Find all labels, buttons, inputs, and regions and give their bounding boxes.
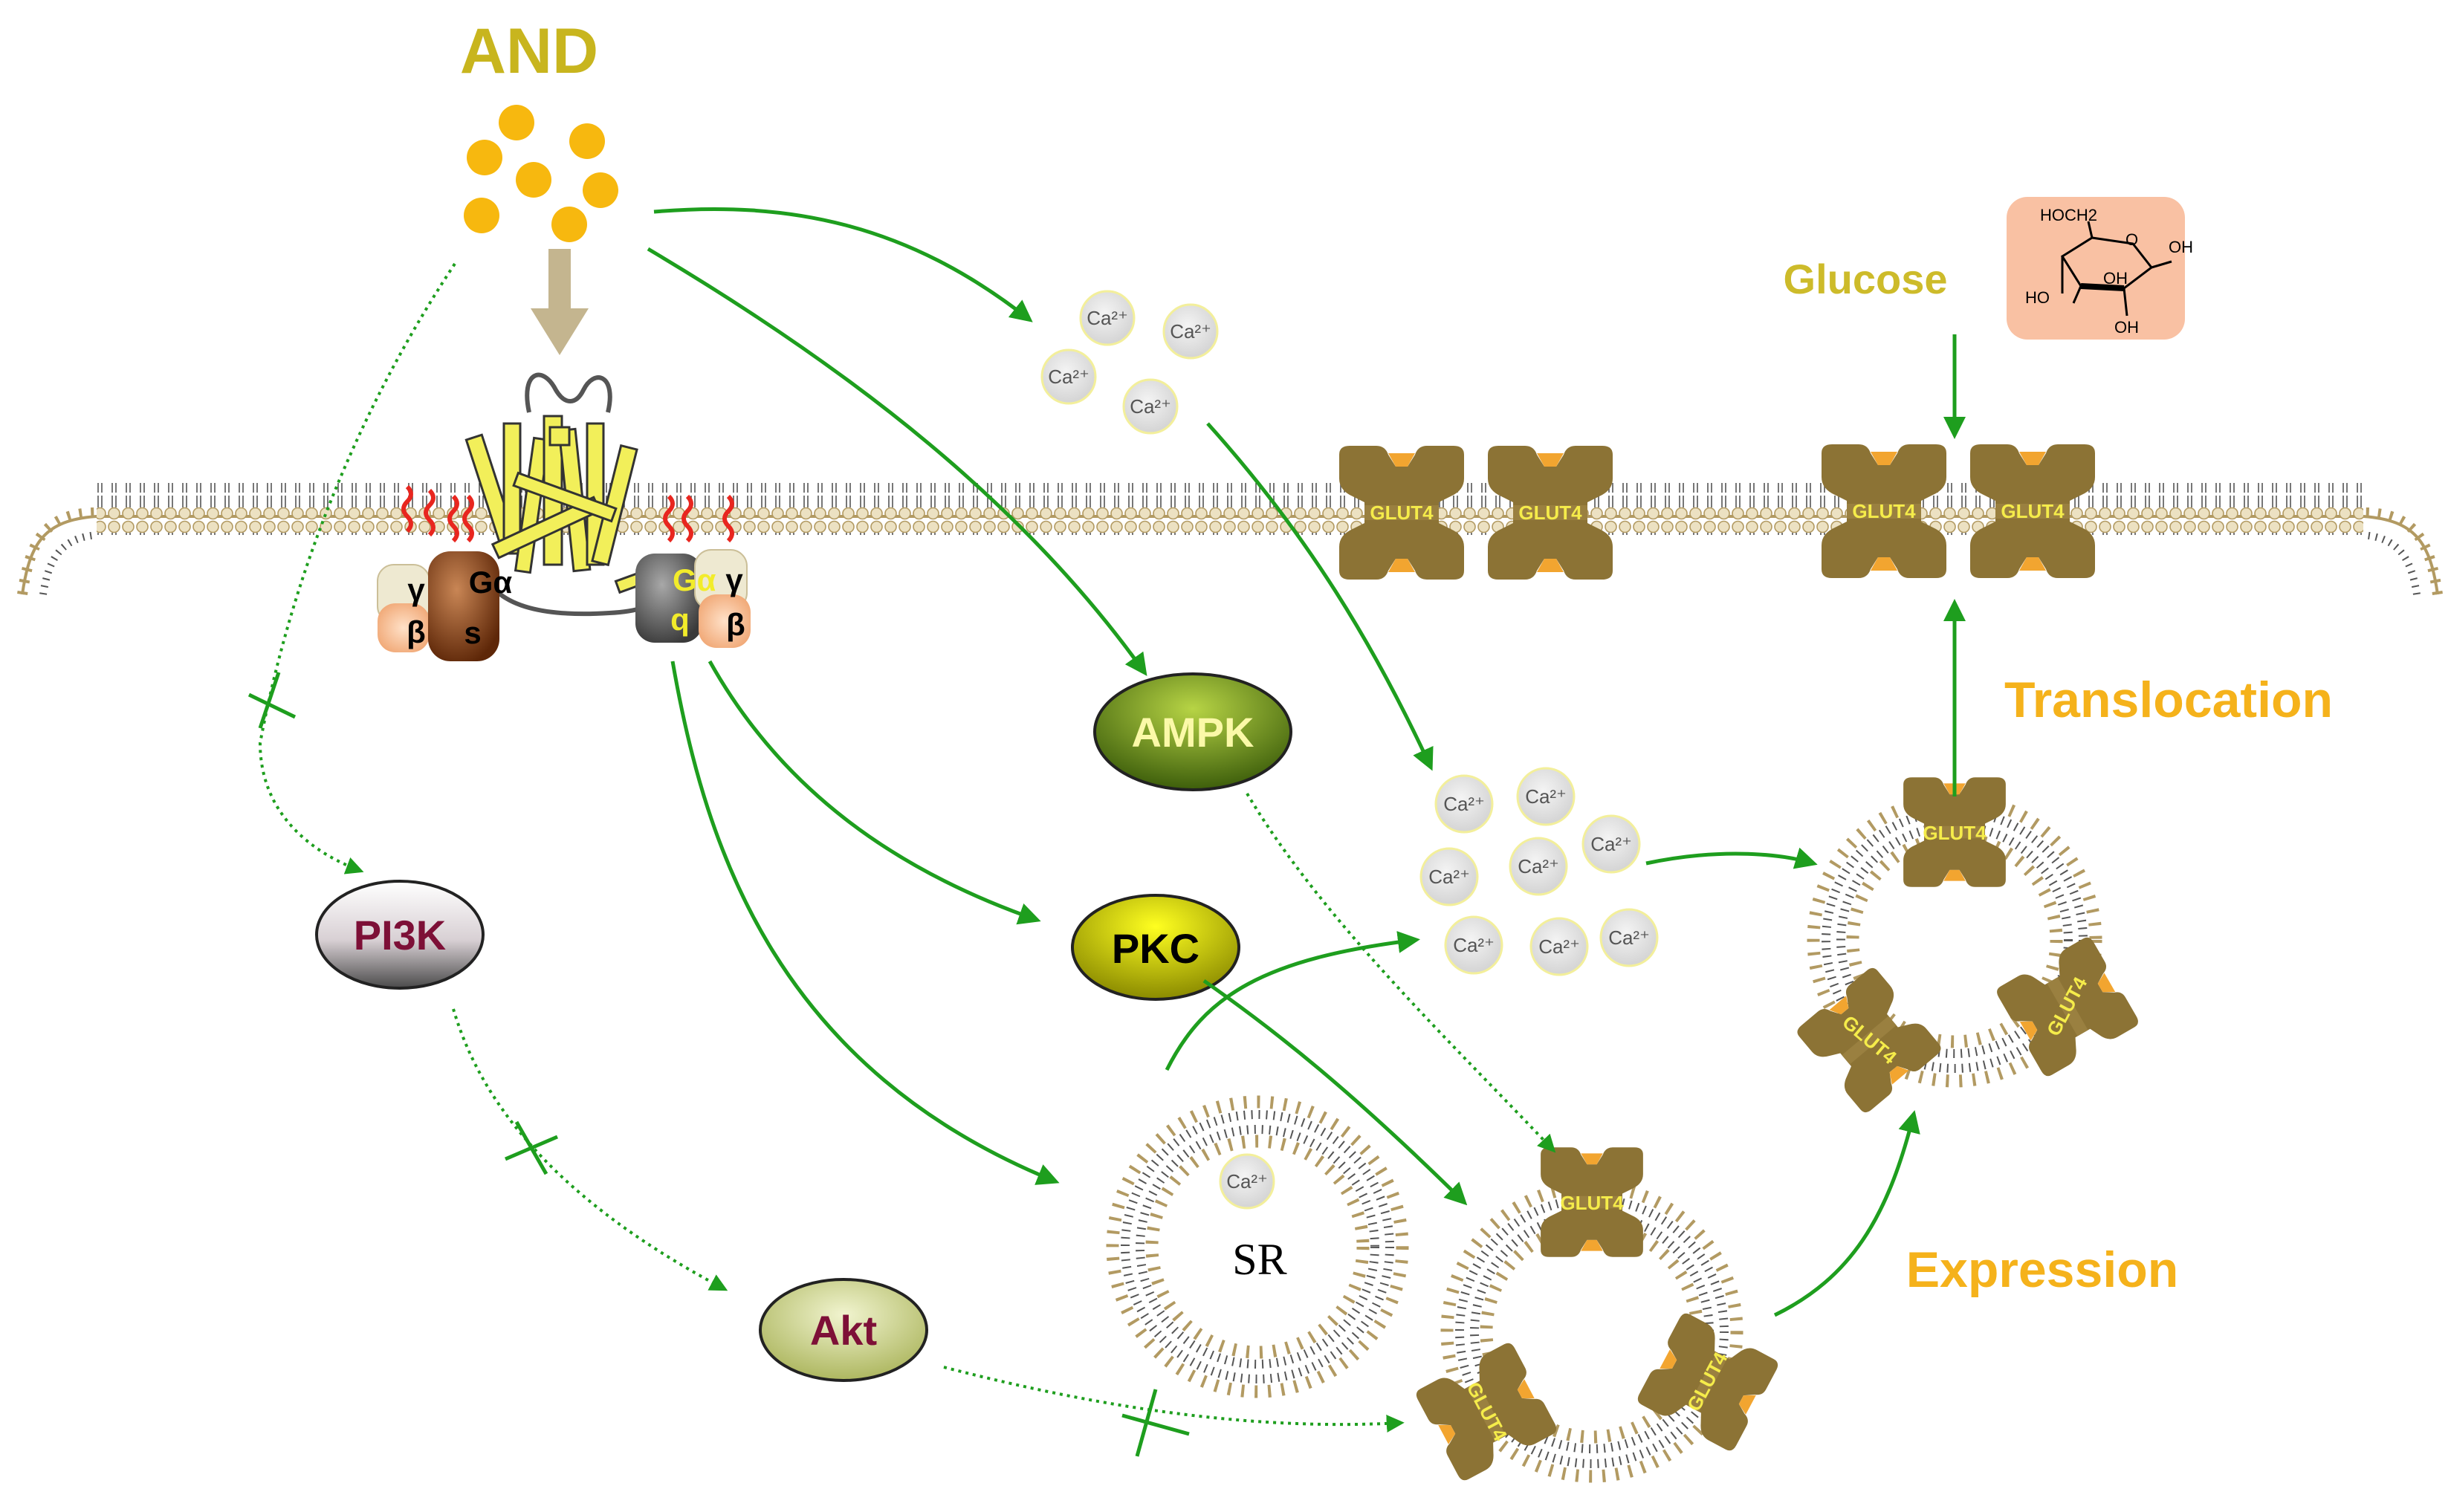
calcium-ion: Ca²⁺ xyxy=(1079,290,1136,346)
calcium-ion: Ca²⁺ xyxy=(1581,814,1641,874)
glut4-label: GLUT4 xyxy=(1560,1192,1624,1214)
lipid-anchors xyxy=(401,484,734,543)
svg-text:PKC: PKC xyxy=(1112,925,1199,972)
svg-text:Ca²⁺: Ca²⁺ xyxy=(1453,934,1495,956)
svg-text:AMPK: AMPK xyxy=(1132,709,1254,756)
svg-text:Ca²⁺: Ca²⁺ xyxy=(1087,307,1128,329)
oh-label: OH xyxy=(2114,318,2139,337)
expression-vesicle: GLUT4 GLUT4 GLUT4 xyxy=(1414,1147,1781,1483)
svg-text:Akt: Akt xyxy=(810,1307,877,1354)
inhibited-arrows xyxy=(258,262,1556,1433)
glut4-label: GLUT4 xyxy=(1518,502,1582,524)
svg-text:Ca²⁺: Ca²⁺ xyxy=(1443,793,1485,815)
svg-text:Ca²⁺: Ca²⁺ xyxy=(1590,833,1632,855)
translocation-label: Translocation xyxy=(2004,672,2333,728)
svg-text:Ca²⁺: Ca²⁺ xyxy=(1048,366,1089,388)
activation-arrows xyxy=(647,207,1966,1317)
svg-text:Ca²⁺: Ca²⁺ xyxy=(1428,866,1470,888)
glut4-label: GLUT4 xyxy=(1852,500,1916,522)
calcium-ion: Ca²⁺ xyxy=(1444,915,1503,975)
gamma-q-label: γ xyxy=(725,562,743,597)
glut4-label: GLUT4 xyxy=(1370,502,1434,524)
calcium-ion: Ca²⁺ xyxy=(1516,767,1576,826)
glut4-label: GLUT4 xyxy=(1923,822,1987,844)
svg-text:Ca²⁺: Ca²⁺ xyxy=(1525,785,1567,808)
galpha-s-label: Gα xyxy=(469,565,513,600)
svg-text:Ca²⁺: Ca²⁺ xyxy=(1608,927,1650,949)
calcium-ion: Ca²⁺ xyxy=(1122,378,1179,435)
svg-text:Ca²⁺: Ca²⁺ xyxy=(1130,395,1171,418)
akt-node: Akt xyxy=(759,1278,928,1382)
g-protein-q: Gα q γ β xyxy=(635,549,751,648)
gpcr-receptor xyxy=(464,372,667,617)
s-subunit-label: s xyxy=(464,615,481,650)
calcium-ion: Ca²⁺ xyxy=(1040,348,1097,405)
calcium-ion: Ca²⁺ xyxy=(1509,837,1568,896)
calcium-ion: Ca²⁺ xyxy=(1419,847,1479,906)
translocation-vesicle: GLUT4 GLUT4 GLUT4 xyxy=(1794,777,2141,1115)
oh-label: OH xyxy=(2169,238,2193,256)
svg-text:Ca²⁺: Ca²⁺ xyxy=(1518,855,1559,877)
galpha-q-label: Gα xyxy=(673,562,716,597)
calcium-ion: Ca²⁺ xyxy=(1434,774,1494,834)
ampk-node: AMPK xyxy=(1093,672,1292,791)
svg-text:Ca²⁺: Ca²⁺ xyxy=(1170,320,1211,343)
pkc-node: PKC xyxy=(1071,894,1240,1001)
ligand-label: AND xyxy=(460,16,598,87)
svg-text:Ca²⁺: Ca²⁺ xyxy=(1538,935,1580,958)
ho-label: HO xyxy=(2025,288,2050,307)
calcium-ions: Ca²⁺ Ca²⁺ Ca²⁺ Ca²⁺ Ca²⁺ Ca²⁺ Ca²⁺ Ca²⁺ … xyxy=(1040,290,1659,1210)
glucose-label: Glucose xyxy=(1784,256,1948,302)
ligand-molecules xyxy=(464,105,618,242)
pi3k-node: PI3K xyxy=(315,880,485,990)
calcium-ion: Ca²⁺ xyxy=(1529,917,1589,976)
gamma-subunit-label: γ xyxy=(407,572,425,607)
q-subunit-label: q xyxy=(670,602,690,637)
hoch2-label: HOCH2 xyxy=(2040,206,2097,224)
svg-text:Ca²⁺: Ca²⁺ xyxy=(1226,1170,1268,1193)
expression-label: Expression xyxy=(1906,1242,2179,1298)
calcium-ion: Ca²⁺ xyxy=(1599,908,1659,967)
glut4-label: GLUT4 xyxy=(2001,500,2065,522)
beta-q-label: β xyxy=(726,607,745,642)
svg-text:PI3K: PI3K xyxy=(354,912,447,958)
inhibition-marks xyxy=(247,672,1190,1457)
oh-label: OH xyxy=(2103,269,2128,288)
calcium-ion: Ca²⁺ xyxy=(1219,1153,1275,1210)
sr-vesicle: SR xyxy=(1106,1095,1409,1398)
g-protein-s: γ β Gα s xyxy=(377,551,513,661)
binding-arrow xyxy=(531,249,589,355)
sr-label: SR xyxy=(1232,1235,1286,1284)
glucose-structure: HOCH2 O OH OH HO OH xyxy=(2007,197,2193,340)
ring-oxygen-label: O xyxy=(2125,230,2138,249)
calcium-ion: Ca²⁺ xyxy=(1162,303,1219,360)
membrane-glut4-group: GLUT4 GLUT4 GLUT4 GLUT4 xyxy=(1339,444,2095,580)
beta-subunit-label: β xyxy=(407,614,426,649)
